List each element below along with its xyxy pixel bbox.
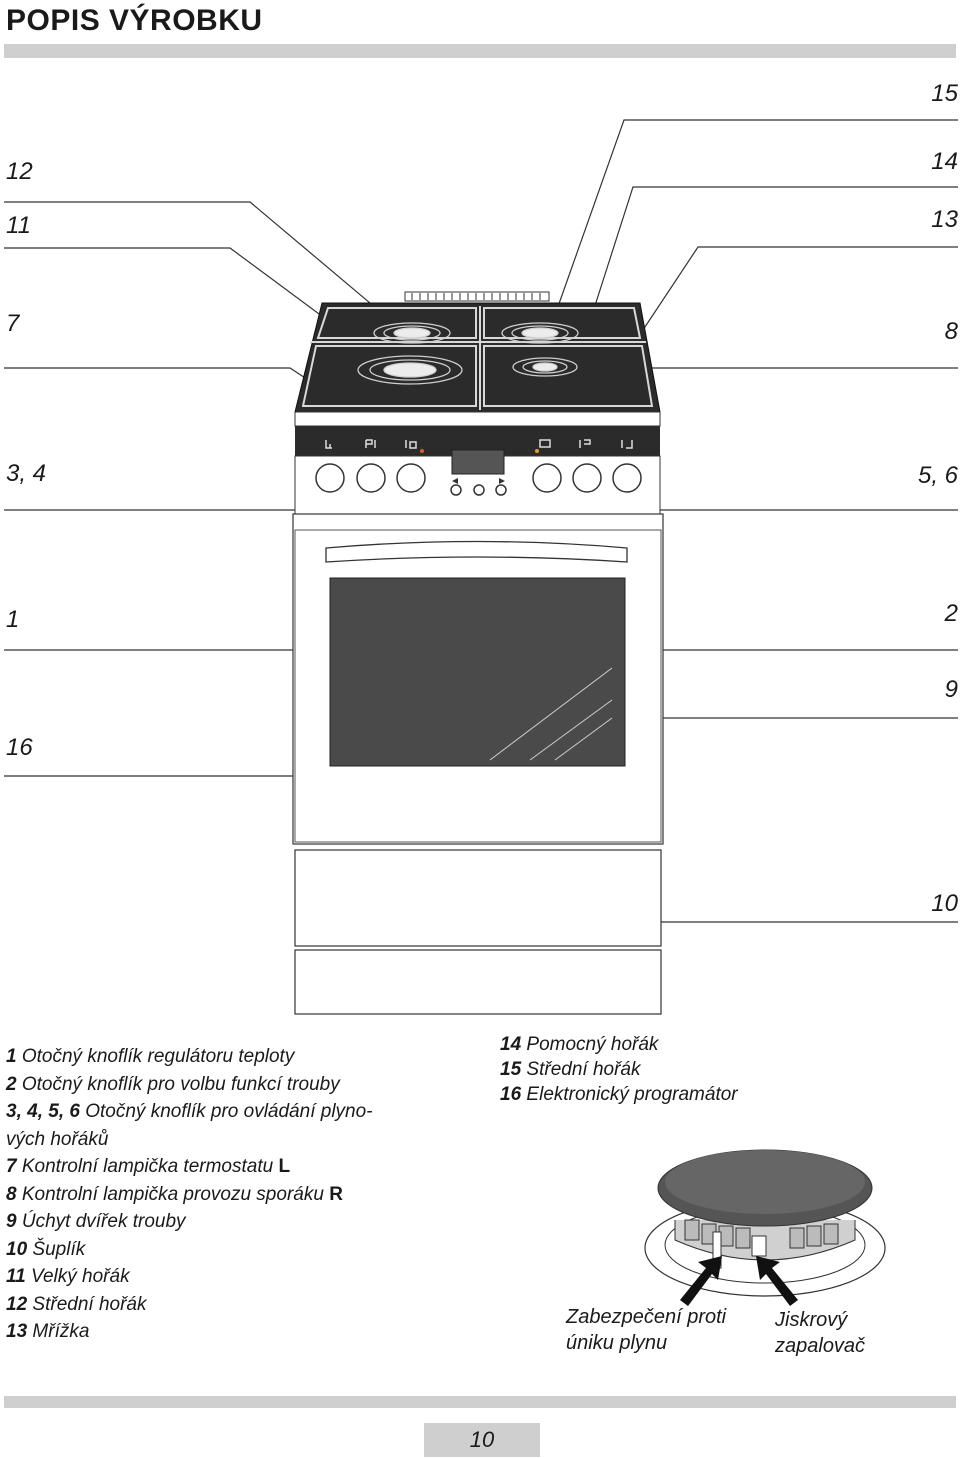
legend-item: 10 Šuplík: [6, 1238, 86, 1260]
hob-top: [294, 302, 661, 413]
legend-list: 1 Otočný knoflík regulátoru teploty 2 Ot…: [6, 1043, 373, 1346]
page-number: 10: [424, 1423, 540, 1457]
burner-11: [357, 355, 463, 385]
callout-7: 7: [6, 310, 20, 337]
legend-item: vých hořáků: [6, 1128, 109, 1150]
callout-11: 11: [6, 212, 31, 239]
callout-3-4: 3, 4: [6, 460, 47, 487]
programmer-display: [451, 449, 505, 475]
vent-grille: [404, 291, 550, 302]
legend-item: 8 Kontrolní lampička provozu sporáku R: [6, 1183, 343, 1205]
callout-15: 15: [931, 80, 958, 107]
hob-front-edge: [294, 411, 661, 427]
legend-item: 11 Velký hořák: [6, 1266, 130, 1287]
legend-item: 14 Pomocný hořák: [500, 1034, 659, 1055]
arrow-left: [680, 1256, 722, 1306]
page-title: POPIS VÝROBKU: [6, 4, 263, 37]
legend-item: 9 Úchyt dvířek trouby: [6, 1211, 186, 1232]
callout-14: 14: [931, 148, 958, 175]
footer-rule: [4, 1396, 956, 1408]
panel-symbols: [325, 439, 633, 449]
door-window: [329, 577, 626, 767]
callout-5-6: 5, 6: [917, 462, 958, 489]
callout-12: 12: [6, 158, 33, 185]
callout-9: 9: [944, 676, 958, 703]
caption-gas-safety: Zabezpečení proti úniku plynu: [566, 1306, 727, 1354]
legend-list-2: 14 Pomocný hořák 15 Střední hořák 16 Ele…: [500, 1032, 738, 1107]
legend-item: 1 Otočný knoflík regulátoru teploty: [6, 1046, 295, 1067]
burner-detail-illustration: [644, 1149, 886, 1306]
header-rule: [4, 44, 956, 58]
knobs: [315, 463, 642, 496]
callout-16: 16: [6, 734, 33, 761]
caption-igniter: Jiskrový zapalovač: [775, 1309, 866, 1357]
callout-13: 13: [931, 206, 958, 233]
glass-reflection: [489, 667, 613, 761]
arrow-right: [756, 1256, 798, 1306]
pan-support-grid: [301, 306, 654, 410]
legend-item: 16 Elektronický programátor: [500, 1084, 738, 1105]
burner-12: [373, 322, 451, 344]
drawer: [294, 849, 662, 947]
callout-8: 8: [944, 318, 958, 345]
cooker-illustration: [4, 119, 958, 1015]
callout-10: 10: [931, 890, 958, 917]
callout-1: 1: [6, 606, 20, 633]
burner-14: [512, 357, 578, 377]
callout-2: 2: [944, 600, 958, 627]
door-handle: [325, 540, 628, 563]
legend-item: 13 Mřížka: [6, 1321, 90, 1342]
burner-15: [501, 322, 579, 344]
leader-12: [4, 201, 409, 336]
plinth: [294, 949, 662, 1015]
legend-item: 3, 4, 5, 6 Otočný knoflík pro ovládání p…: [6, 1101, 373, 1122]
legend-item: 12 Střední hořák: [6, 1293, 147, 1315]
leader-15: [554, 119, 958, 316]
legend-item: 2 Otočný knoflík pro volbu funkcí trouby: [6, 1073, 340, 1095]
igniter: [751, 1235, 767, 1257]
legend-item: 15 Střední hořák: [500, 1059, 641, 1080]
leader-13: [632, 246, 958, 346]
legend-item: 7 Kontrolní lampička termostatu L: [6, 1156, 291, 1177]
